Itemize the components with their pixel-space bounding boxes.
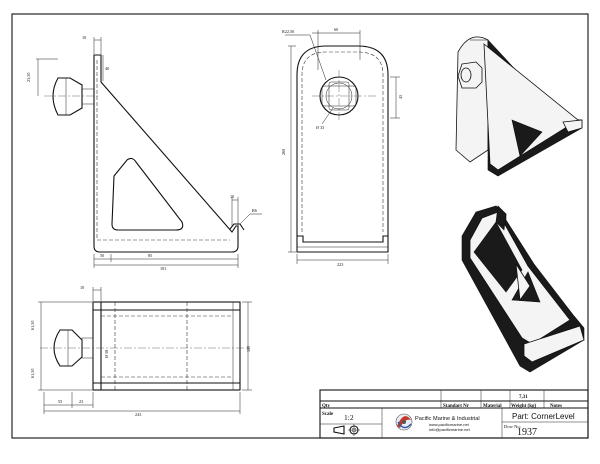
tb-scale-label: Scale: [322, 412, 334, 417]
dim-side-base-left: 50: [100, 253, 104, 258]
dim-bottom-overall-length: 243: [135, 412, 141, 417]
dim-front-radius: R22,50: [282, 29, 294, 35]
dim-side-tip-radius: R6: [252, 208, 257, 213]
tb-scale-value: 1:2: [344, 413, 354, 422]
tb-dwg-number: 1937: [517, 427, 537, 438]
dim-bottom-offset-left: 55: [58, 399, 62, 404]
front-view: 60 R22,50 45 Ø 33 260 223: [281, 27, 403, 267]
tb-company-web: www.pacificmarine.net: [429, 422, 470, 427]
tb-standard-label: Standart Nr: [443, 404, 470, 409]
dim-front-hole-spacing: 60: [334, 27, 338, 32]
dim-front-hole-diameter: Ø 33: [316, 125, 324, 130]
dim-bottom-offset-small: 23: [79, 399, 83, 404]
dim-front-right-height: 45: [398, 95, 403, 99]
tb-dwg-label: Dow No:: [504, 424, 521, 429]
tb-notes-label: Notes: [550, 404, 562, 409]
dim-side-shaft-height: 23,50: [26, 73, 32, 82]
dim-side-tip-width: 10: [230, 194, 234, 199]
tb-company-email: info@pacificmarine.net: [429, 427, 471, 432]
sheet-border: [11, 13, 589, 439]
title-block: Qty Standart Nr Material Weight (kg) Not…: [319, 389, 589, 439]
dim-side-overall-width: 181: [160, 266, 166, 271]
tb-material-label: Material: [483, 404, 502, 409]
tb-weight-label: Weight (kg): [511, 404, 536, 409]
isometric-view-rear: [455, 36, 583, 177]
dim-bottom-bore-diameter: Ø 58: [104, 350, 109, 358]
isometric-view-front: [461, 205, 585, 373]
tb-weight-value: 7,31: [519, 395, 528, 400]
dim-bottom-top-thickness: 10: [80, 285, 84, 290]
dim-side-hole-height: 40: [105, 66, 109, 71]
tb-company-name: Pacific Marine & Industrial: [415, 416, 480, 422]
dim-bottom-left-upper: 61,50: [30, 321, 36, 330]
tb-part-label: Part: CornerLevel: [512, 412, 575, 421]
tb-qty-label: Qty: [322, 404, 331, 409]
dim-side-base-right: 85: [148, 253, 152, 258]
dim-side-top-thickness: 10: [82, 35, 86, 40]
dim-front-overall-width: 223: [337, 262, 343, 267]
projection-symbol-icon: [333, 424, 360, 436]
company-logo-icon: [395, 413, 413, 431]
dim-bottom-height-right: 180: [246, 346, 251, 352]
dim-bottom-left-lower: 61,50: [30, 369, 36, 378]
side-view: 10 40 23,50 10 R6 50 85 181: [26, 35, 262, 271]
dim-front-overall-height: 260: [281, 149, 286, 155]
bottom-view: 10 61,50 61,50 Ø 58 180 55 23 243: [30, 285, 252, 417]
